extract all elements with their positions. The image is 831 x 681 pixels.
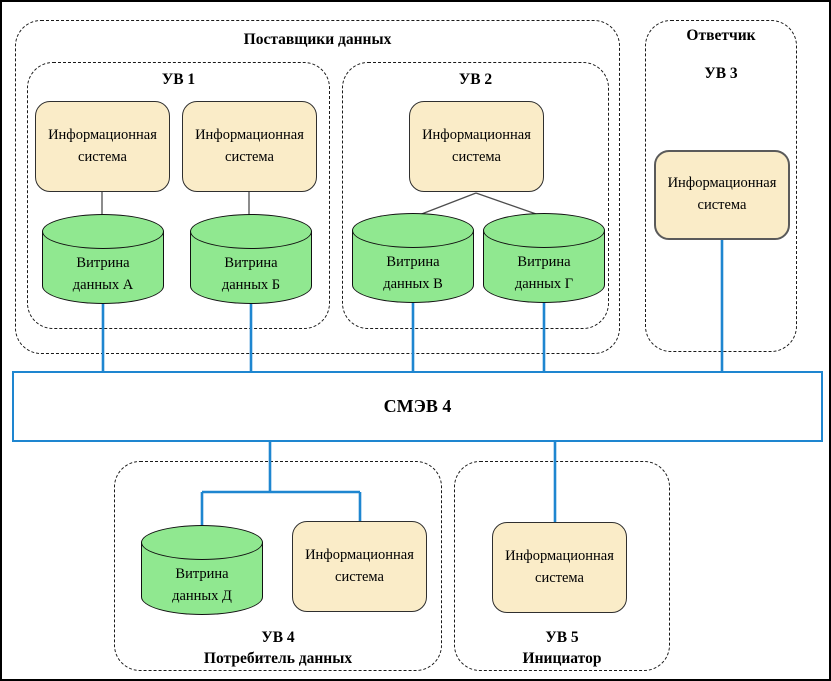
cylinder-lid xyxy=(42,214,164,249)
group-footer-uv4: УВ 4 Потребитель данных xyxy=(114,627,442,670)
info-system-box-uv1-left: Информационная система xyxy=(35,101,170,192)
link-is-to-datamart-v xyxy=(418,192,477,216)
datamart-g-cylinder: Витрина данных Г xyxy=(483,213,605,303)
group-role-uv4: Потребитель данных xyxy=(203,650,353,668)
group-title-uv2: УВ 2 xyxy=(458,71,493,88)
link-is-to-datamart-g xyxy=(475,192,540,216)
group-label-uv4: УВ 4 xyxy=(261,628,295,646)
cylinder-lid xyxy=(141,525,263,560)
group-title-responder: Ответчик xyxy=(686,27,756,44)
cylinder-lid xyxy=(352,213,474,248)
info-system-box-uv5: Информационная система xyxy=(492,522,627,613)
cylinder-lid xyxy=(190,214,312,249)
group-title-uv1: УВ 1 xyxy=(161,71,196,88)
datamart-b-cylinder: Витрина данных Б xyxy=(190,214,312,304)
datamart-g-label: Витрина данных Г xyxy=(514,254,574,292)
datamart-a-cylinder: Витрина данных А xyxy=(42,214,164,304)
group-data-providers xyxy=(15,20,620,354)
info-system-box-uv4: Информационная система xyxy=(292,521,427,612)
group-title-uv3: УВ 3 xyxy=(704,65,738,82)
group-uv5-initiator xyxy=(454,461,670,671)
cylinder-lid xyxy=(483,213,605,248)
info-system-box-uv2: Информационная система xyxy=(409,101,544,192)
datamart-d-cylinder: Витрина данных Д xyxy=(141,525,263,615)
datamart-d-label: Витрина данных Д xyxy=(172,566,232,604)
group-title-data-providers: Поставщики данных xyxy=(243,31,392,48)
smev4-bus-bar: СМЭВ 4 xyxy=(12,371,823,442)
datamart-b-label: Витрина данных Б xyxy=(221,255,281,293)
group-label-uv5: УВ 5 xyxy=(545,628,579,646)
group-uv1 xyxy=(27,62,330,329)
info-system-box-uv3: Информационная система xyxy=(654,150,790,240)
datamart-v-cylinder: Витрина данных В xyxy=(352,213,474,303)
link-smev-to-uv4 xyxy=(200,441,362,528)
datamart-a-label: Витрина данных А xyxy=(72,255,134,293)
datamart-v-label: Витрина данных В xyxy=(383,254,443,292)
group-footer-uv5: УВ 5 Инициатор xyxy=(454,627,670,670)
group-role-uv5: Инициатор xyxy=(522,650,602,668)
info-system-box-uv1-right: Информационная система xyxy=(182,101,317,192)
group-uv4-consumer xyxy=(114,461,442,671)
group-uv2 xyxy=(342,62,609,329)
